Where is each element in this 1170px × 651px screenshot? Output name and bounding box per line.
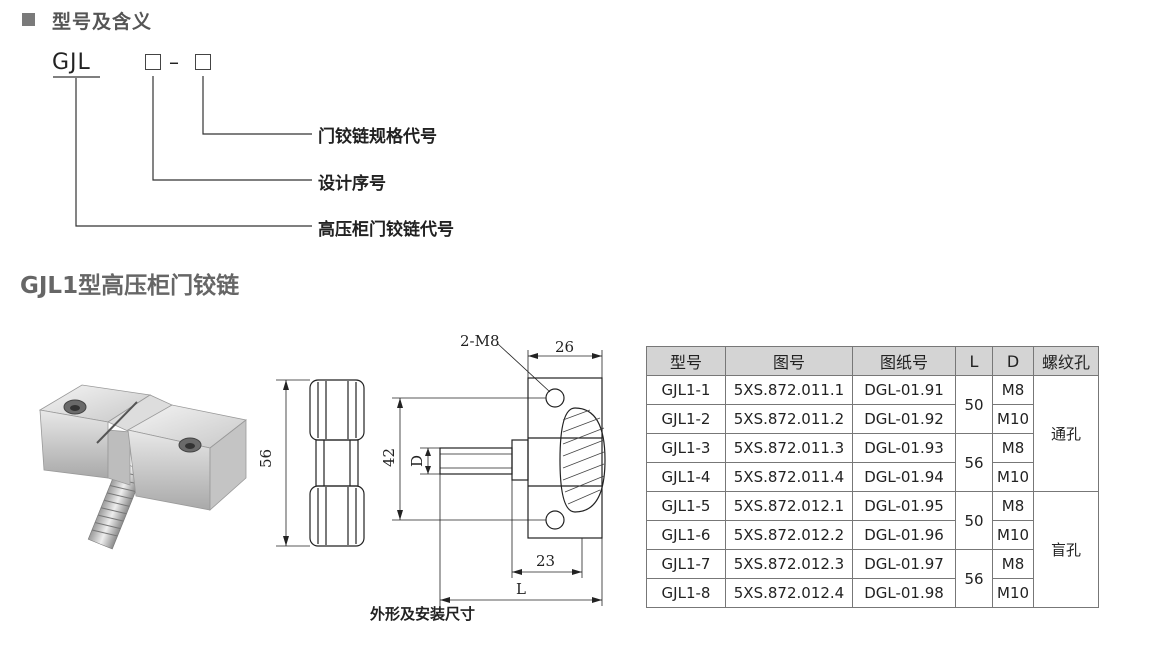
cell-l: 50 (955, 375, 993, 434)
cell-d: M8 (991, 433, 1035, 463)
cell-drawing-no: 5XS.872.012.1 (725, 491, 853, 521)
section-marker (22, 13, 35, 26)
table-row: GJL1-4 5XS.872.011.4 DGL-01.94 M10 (646, 462, 1099, 492)
cell-d: M10 (991, 404, 1035, 434)
cell-d: M10 (991, 462, 1035, 492)
cell-drawing-no: 5XS.872.012.2 (725, 520, 853, 550)
product-title: GJL1型高压柜门铰链 (20, 273, 240, 299)
cell-paper-no: DGL-01.98 (852, 578, 956, 608)
dim-d: D (408, 455, 426, 467)
cell-d: M10 (991, 578, 1035, 608)
section-title: 型号及含义 (52, 11, 153, 33)
cell-d: M8 (991, 549, 1035, 579)
cell-model: GJL1-5 (646, 491, 726, 521)
table-row: GJL1-3 5XS.872.011.3 DGL-01.93 56 M8 (646, 433, 1099, 492)
cell-paper-no: DGL-01.93 (852, 433, 956, 463)
cell-drawing-no: 5XS.872.011.3 (725, 433, 853, 463)
legend-spec-code: 门铰链规格代号 (318, 127, 437, 147)
spec-table: 型号 图号 图纸号 L D 螺纹孔 GJL1-1 5XS.872.011.1 D… (646, 346, 1100, 608)
col-header-drawing-no: 图号 (725, 346, 853, 376)
dim-2m8: 2-M8 (460, 332, 500, 350)
cell-d: M8 (991, 491, 1035, 521)
col-header-l: L (955, 346, 993, 376)
table-row: GJL1-7 5XS.872.012.3 DGL-01.97 56 M8 (646, 549, 1099, 608)
dim-26: 26 (555, 338, 574, 356)
cell-drawing-no: 5XS.872.011.4 (725, 462, 853, 492)
cell-l: 50 (955, 491, 993, 550)
table-row: GJL1-8 5XS.872.012.4 DGL-01.98 M10 (646, 578, 1099, 608)
cell-paper-no: DGL-01.94 (852, 462, 956, 492)
cell-paper-no: DGL-01.92 (852, 404, 956, 434)
cell-model: GJL1-2 (646, 404, 726, 434)
table-row: GJL1-6 5XS.872.012.2 DGL-01.96 M10 (646, 520, 1099, 550)
cell-model: GJL1-8 (646, 578, 726, 608)
cell-model: GJL1-3 (646, 433, 726, 463)
dim-42: 42 (380, 448, 398, 467)
cell-model: GJL1-4 (646, 462, 726, 492)
cell-paper-no: DGL-01.91 (852, 375, 956, 405)
cell-model: GJL1-6 (646, 520, 726, 550)
col-header-model: 型号 (646, 346, 726, 376)
cell-drawing-no: 5XS.872.012.3 (725, 549, 853, 579)
cell-thread-hole: 通孔 (1033, 375, 1100, 492)
model-dash: – (169, 50, 179, 74)
legend-design-serial: 设计序号 (318, 174, 386, 194)
dim-l: L (516, 580, 526, 598)
cell-paper-no: DGL-01.95 (852, 491, 956, 521)
col-header-paper-no: 图纸号 (852, 346, 956, 376)
model-prefix: GJL (52, 50, 91, 75)
cell-paper-no: DGL-01.96 (852, 520, 956, 550)
cell-drawing-no: 5XS.872.011.2 (725, 404, 853, 434)
drawing-caption: 外形及安装尺寸 (370, 605, 476, 623)
cell-model: GJL1-7 (646, 549, 726, 579)
cell-thread-hole: 盲孔 (1033, 491, 1100, 608)
legend-product-code: 高压柜门铰链代号 (318, 220, 454, 240)
table-header-row: 型号 图号 图纸号 L D 螺纹孔 (646, 346, 1100, 376)
dim-56: 56 (257, 449, 275, 468)
cell-drawing-no: 5XS.872.012.4 (725, 578, 853, 608)
table-row: GJL1-2 5XS.872.011.2 DGL-01.92 M10 (646, 404, 1099, 434)
cell-l: 56 (955, 433, 993, 492)
table-row: GJL1-5 5XS.872.012.1 DGL-01.95 50 M8 盲孔 (646, 491, 1100, 608)
col-header-d: D (991, 346, 1035, 376)
cell-model: GJL1-1 (646, 375, 726, 405)
cell-paper-no: DGL-01.97 (852, 549, 956, 579)
spec-code-box-2 (195, 54, 211, 70)
cell-drawing-no: 5XS.872.011.1 (725, 375, 853, 405)
col-header-thread-hole: 螺纹孔 (1033, 346, 1100, 376)
cell-d: M10 (991, 520, 1035, 550)
spec-code-box-1 (145, 54, 161, 70)
cell-l: 56 (955, 549, 993, 608)
dim-23: 23 (536, 552, 555, 570)
table-row: GJL1-1 5XS.872.011.1 DGL-01.91 50 M8 通孔 (646, 375, 1100, 492)
cell-d: M8 (991, 375, 1035, 405)
